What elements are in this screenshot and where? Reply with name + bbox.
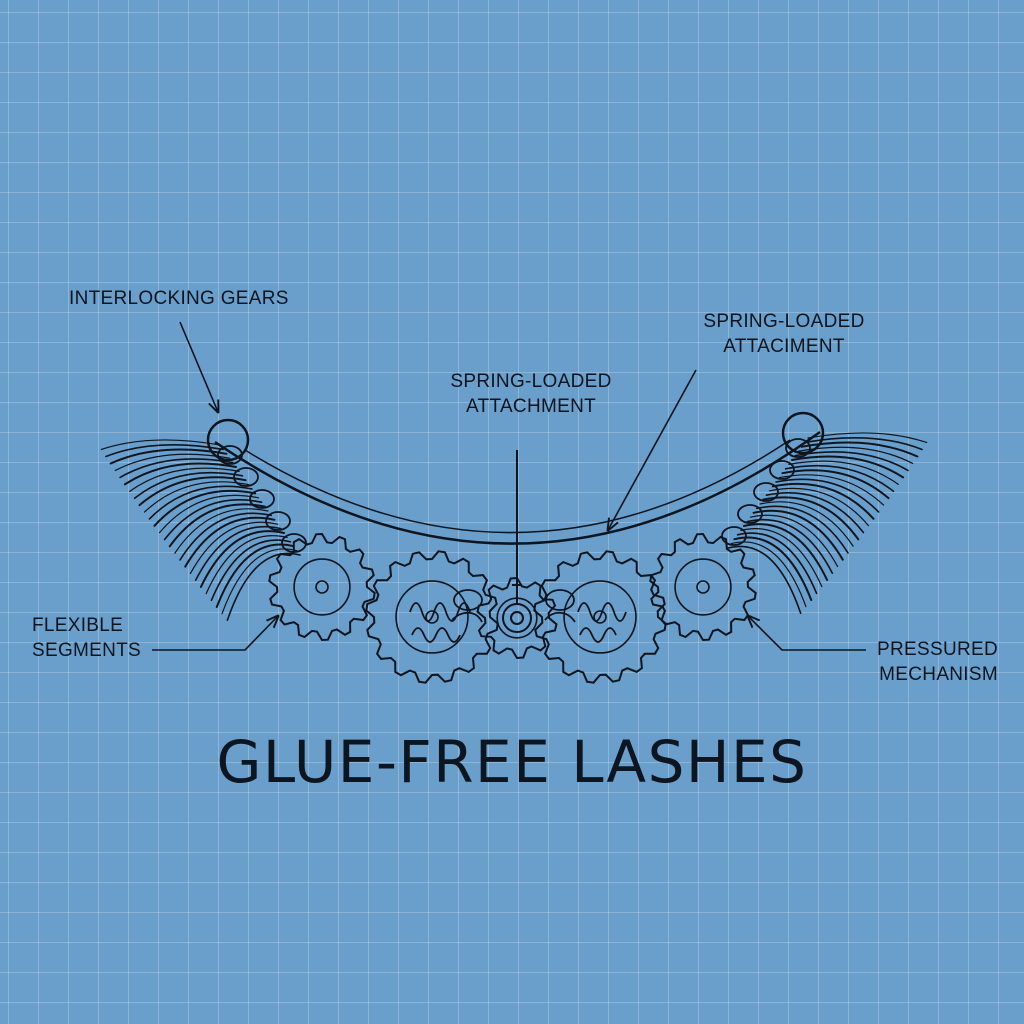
flexible-segment-loop [249, 489, 275, 509]
label-pressured-mechanism: PRESSURED MECHANISM [877, 639, 998, 685]
right-end-loop [781, 411, 825, 455]
lash-strand [743, 523, 829, 581]
lash-strand [769, 487, 870, 527]
gear-icon [649, 532, 757, 642]
lash-strand [759, 501, 854, 547]
lash-strand [756, 505, 849, 554]
lash-strand [129, 467, 240, 492]
lash-strand [752, 509, 844, 561]
lash-strand [736, 532, 818, 595]
flexible-segment-loop [265, 511, 291, 531]
lash-strand [807, 432, 928, 444]
gear-axle [593, 610, 607, 624]
lash-strand [804, 436, 923, 451]
diagram-title: GLUE-FREE LASHES [216, 728, 808, 796]
gear-train [268, 532, 757, 684]
flexible-segment-loop [737, 504, 763, 524]
label-flexible-segments: FLEXIBLE SEGMENTS [32, 615, 142, 661]
gear-icon [365, 550, 499, 684]
lash-strand [133, 471, 244, 500]
lash-strand [148, 485, 253, 520]
lash-strand [771, 482, 875, 520]
lash-strand [727, 545, 802, 615]
flexible-segment-loop [217, 445, 243, 465]
lash-strand [184, 516, 276, 568]
gear-axle [315, 580, 329, 594]
gear-axle [425, 610, 439, 624]
flexible-segment-loop [753, 482, 779, 502]
lash-strand [210, 539, 292, 602]
right-lash-fringe [721, 432, 928, 615]
gear-hub-ring [674, 558, 732, 616]
spring-left-icon [409, 589, 483, 643]
lash-strand [109, 448, 228, 465]
lash-strand [775, 478, 880, 513]
center-attachment-icon [502, 450, 532, 633]
gear-icon [476, 576, 558, 660]
lash-strand [791, 455, 905, 479]
lash-strand [226, 552, 301, 622]
lash-strand [153, 489, 257, 527]
lash-strand [730, 541, 807, 608]
flexible-segment-loop [769, 460, 795, 480]
lash-strand [781, 469, 890, 500]
lash-strand [114, 453, 231, 472]
lash-band [214, 430, 821, 545]
left-end-loop [206, 418, 250, 462]
label-interlocking-gears: INTERLOCKING GEARS [69, 288, 289, 309]
lash-strand [100, 439, 221, 451]
lash-strand [740, 528, 823, 588]
lash-strand [105, 443, 224, 458]
lash-strand [794, 451, 909, 472]
lash-strand [784, 464, 895, 493]
gear-hub-ring [563, 580, 637, 654]
lash-strand [119, 458, 234, 479]
lash-strand [123, 462, 237, 486]
label-spring-loaded-center: SPRING-LOADED ATTACHMENT [450, 371, 612, 417]
gear-hub-ring [293, 558, 351, 616]
lash-strand [138, 476, 247, 507]
lash-strand [800, 441, 919, 458]
gear-axle [696, 580, 710, 594]
lash-band-inner [244, 439, 791, 534]
lash-strand [221, 548, 298, 615]
callout-lines [152, 321, 866, 651]
lash-strand [158, 494, 259, 534]
lash-strand [788, 460, 899, 485]
lash-strand [215, 543, 295, 608]
spring-right-icon [544, 589, 627, 643]
gear-icon [268, 532, 376, 642]
lash-strand [205, 535, 288, 595]
flexible-segment-loop [721, 526, 747, 546]
label-spring-loaded-right: SPRING-LOADED ATTACIMENT [703, 311, 865, 357]
lash-strand [179, 512, 272, 561]
lash-strand [733, 536, 813, 601]
lash-strand [199, 530, 285, 588]
flexible-segment-loop [785, 438, 811, 458]
gear-hub-ring [395, 580, 469, 654]
flexible-segment-loop [233, 467, 259, 487]
lash-strand [797, 446, 914, 465]
gear-icon [533, 550, 667, 684]
lash-strand [174, 508, 269, 554]
left-lash-fringe [100, 439, 307, 622]
